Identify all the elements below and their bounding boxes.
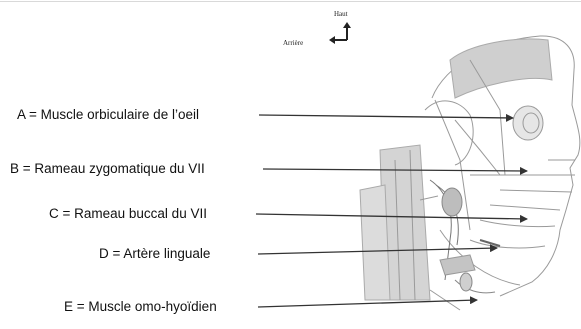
label-c-buccal-branch: C = Rameau buccal du VII (49, 206, 207, 222)
arrow-a (259, 115, 513, 118)
head-neck-illustration (360, 36, 580, 310)
label-d-lingual-artery: D = Artère linguale (99, 246, 210, 262)
arrow-e (258, 300, 477, 307)
orientation-arrows-icon (329, 22, 351, 44)
label-e-omohyoid-muscle: E = Muscle omo-hyoïdien (64, 299, 217, 315)
label-a-orbicularis-oculi: A = Muscle orbiculaire de l’oeil (17, 107, 199, 123)
label-b-zygomatic-branch: B = Rameau zygomatique du VII (10, 161, 205, 177)
